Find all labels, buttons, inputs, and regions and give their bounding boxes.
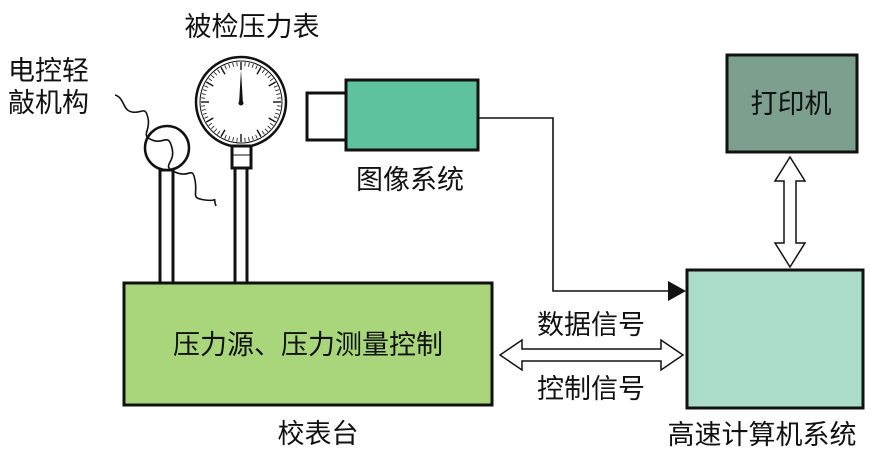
gauge-tick bbox=[206, 117, 214, 123]
gauge-tick bbox=[276, 109, 281, 111]
gauge-tick bbox=[213, 128, 218, 132]
gauge-tick bbox=[220, 129, 226, 137]
gauge-tick bbox=[211, 74, 215, 79]
gauge-tick bbox=[268, 117, 276, 123]
gauge-tick bbox=[269, 122, 274, 126]
gauge-tick bbox=[248, 62, 250, 67]
printer-computer-double-arrow bbox=[773, 155, 807, 269]
gauge-tick bbox=[267, 125, 271, 130]
knocking-mechanism-pipe bbox=[158, 168, 175, 285]
gauge-tick bbox=[217, 130, 221, 135]
printer-box bbox=[725, 53, 859, 154]
gauge-tick bbox=[211, 125, 215, 130]
gauge-tick bbox=[275, 89, 280, 92]
gauge-tick bbox=[275, 112, 280, 115]
gauge-tick bbox=[264, 128, 269, 132]
gauge-tick bbox=[267, 74, 271, 79]
gauge-tick-group bbox=[201, 62, 281, 142]
gauge-tick bbox=[248, 137, 250, 142]
gauge-tick bbox=[208, 78, 213, 82]
gauge-tick bbox=[255, 65, 258, 70]
gauge-tick bbox=[208, 122, 213, 126]
knocking-mechanism-label-line2: 敲机构 bbox=[8, 88, 89, 119]
gauge-tick bbox=[228, 136, 231, 141]
gauge-tick bbox=[202, 112, 207, 115]
knocking-mechanism-label-line1: 电控轻 bbox=[8, 56, 89, 87]
gauge-tick bbox=[206, 81, 214, 87]
table-computer-double-arrow bbox=[498, 338, 685, 372]
gauge-tick bbox=[251, 136, 254, 141]
gauge-tick bbox=[251, 63, 254, 68]
image-system-label: 图像系统 bbox=[356, 165, 464, 196]
gauge-tick bbox=[269, 78, 274, 82]
gauge-needle bbox=[239, 70, 243, 104]
control-signal-label: 控制信号 bbox=[537, 374, 645, 405]
camera-to-computer-line bbox=[478, 117, 670, 292]
gauge-tick bbox=[224, 134, 227, 139]
camera-body bbox=[344, 78, 480, 152]
gauge-tick bbox=[256, 67, 262, 75]
gauge-tick bbox=[201, 109, 206, 111]
calibration-table-label: 校表台 bbox=[278, 419, 359, 450]
gauge-tick bbox=[202, 89, 207, 92]
gauge-tick bbox=[224, 65, 227, 70]
computer-system-label: 高速计算机系统 bbox=[668, 420, 857, 451]
gauge-tick bbox=[232, 62, 234, 67]
camera-to-computer-arrowhead bbox=[668, 281, 686, 301]
gauge-tick bbox=[255, 134, 258, 139]
computer-box bbox=[685, 268, 865, 410]
gauge-tick bbox=[232, 137, 234, 142]
gauge-connector bbox=[230, 144, 253, 170]
pressure-control-label: 压力源、压力测量控制 bbox=[173, 330, 443, 361]
knocking-mechanism-circle bbox=[143, 124, 191, 172]
calibration-table-box bbox=[122, 281, 494, 407]
pressure-gauge bbox=[194, 55, 288, 170]
gauge-tick bbox=[217, 69, 221, 74]
gauge-tick bbox=[264, 72, 269, 76]
gauge-tick bbox=[261, 69, 265, 74]
gauge-pipe bbox=[233, 166, 249, 285]
gauge-tick bbox=[213, 72, 218, 76]
gauge-tick bbox=[204, 116, 209, 119]
gauge-tick bbox=[228, 63, 231, 68]
gauge-tick bbox=[268, 81, 276, 87]
gauge-tick bbox=[261, 130, 265, 135]
camera-lens bbox=[305, 91, 348, 142]
gauge-under-test-label: 被检压力表 bbox=[185, 12, 320, 43]
data-signal-label: 数据信号 bbox=[537, 310, 645, 341]
printer-label: 打印机 bbox=[751, 89, 832, 120]
gauge-tick bbox=[273, 85, 278, 88]
knocking-control-wavy-line bbox=[114, 94, 217, 207]
gauge-needle-hub bbox=[238, 100, 244, 106]
gauge-tick bbox=[201, 93, 206, 95]
gauge-tick bbox=[273, 116, 278, 119]
gauge-tick bbox=[204, 85, 209, 88]
gauge-tick bbox=[256, 129, 262, 137]
gauge-tick bbox=[220, 67, 226, 75]
gauge-tick bbox=[276, 93, 281, 95]
